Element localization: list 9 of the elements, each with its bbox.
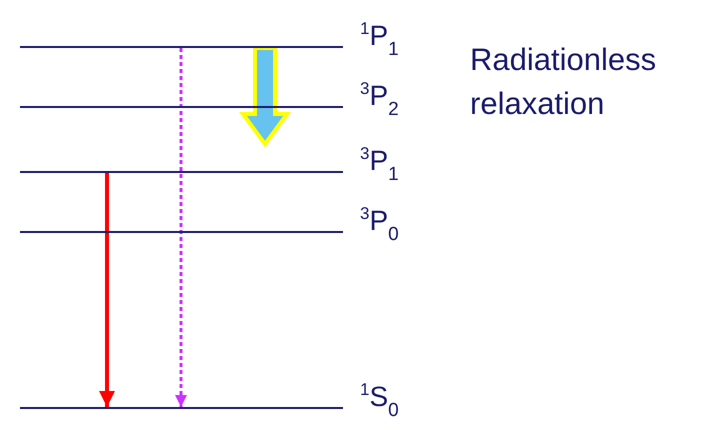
level-label: $^{1}$S$_{0}$ (360, 381, 399, 420)
annotation-text: Radiationless relaxation (470, 41, 658, 123)
arrow (99, 173, 115, 407)
level-label: $^{3}$P$_{0}$ (360, 205, 399, 244)
level-label: $^{3}$P$_{1}$ (360, 145, 399, 184)
arrow (175, 48, 187, 407)
block-arrow (239, 46, 291, 148)
level-label: $^{3}$P$_{2}$ (360, 80, 399, 119)
level-label: $^{1}$P$_{1}$ (360, 20, 399, 59)
